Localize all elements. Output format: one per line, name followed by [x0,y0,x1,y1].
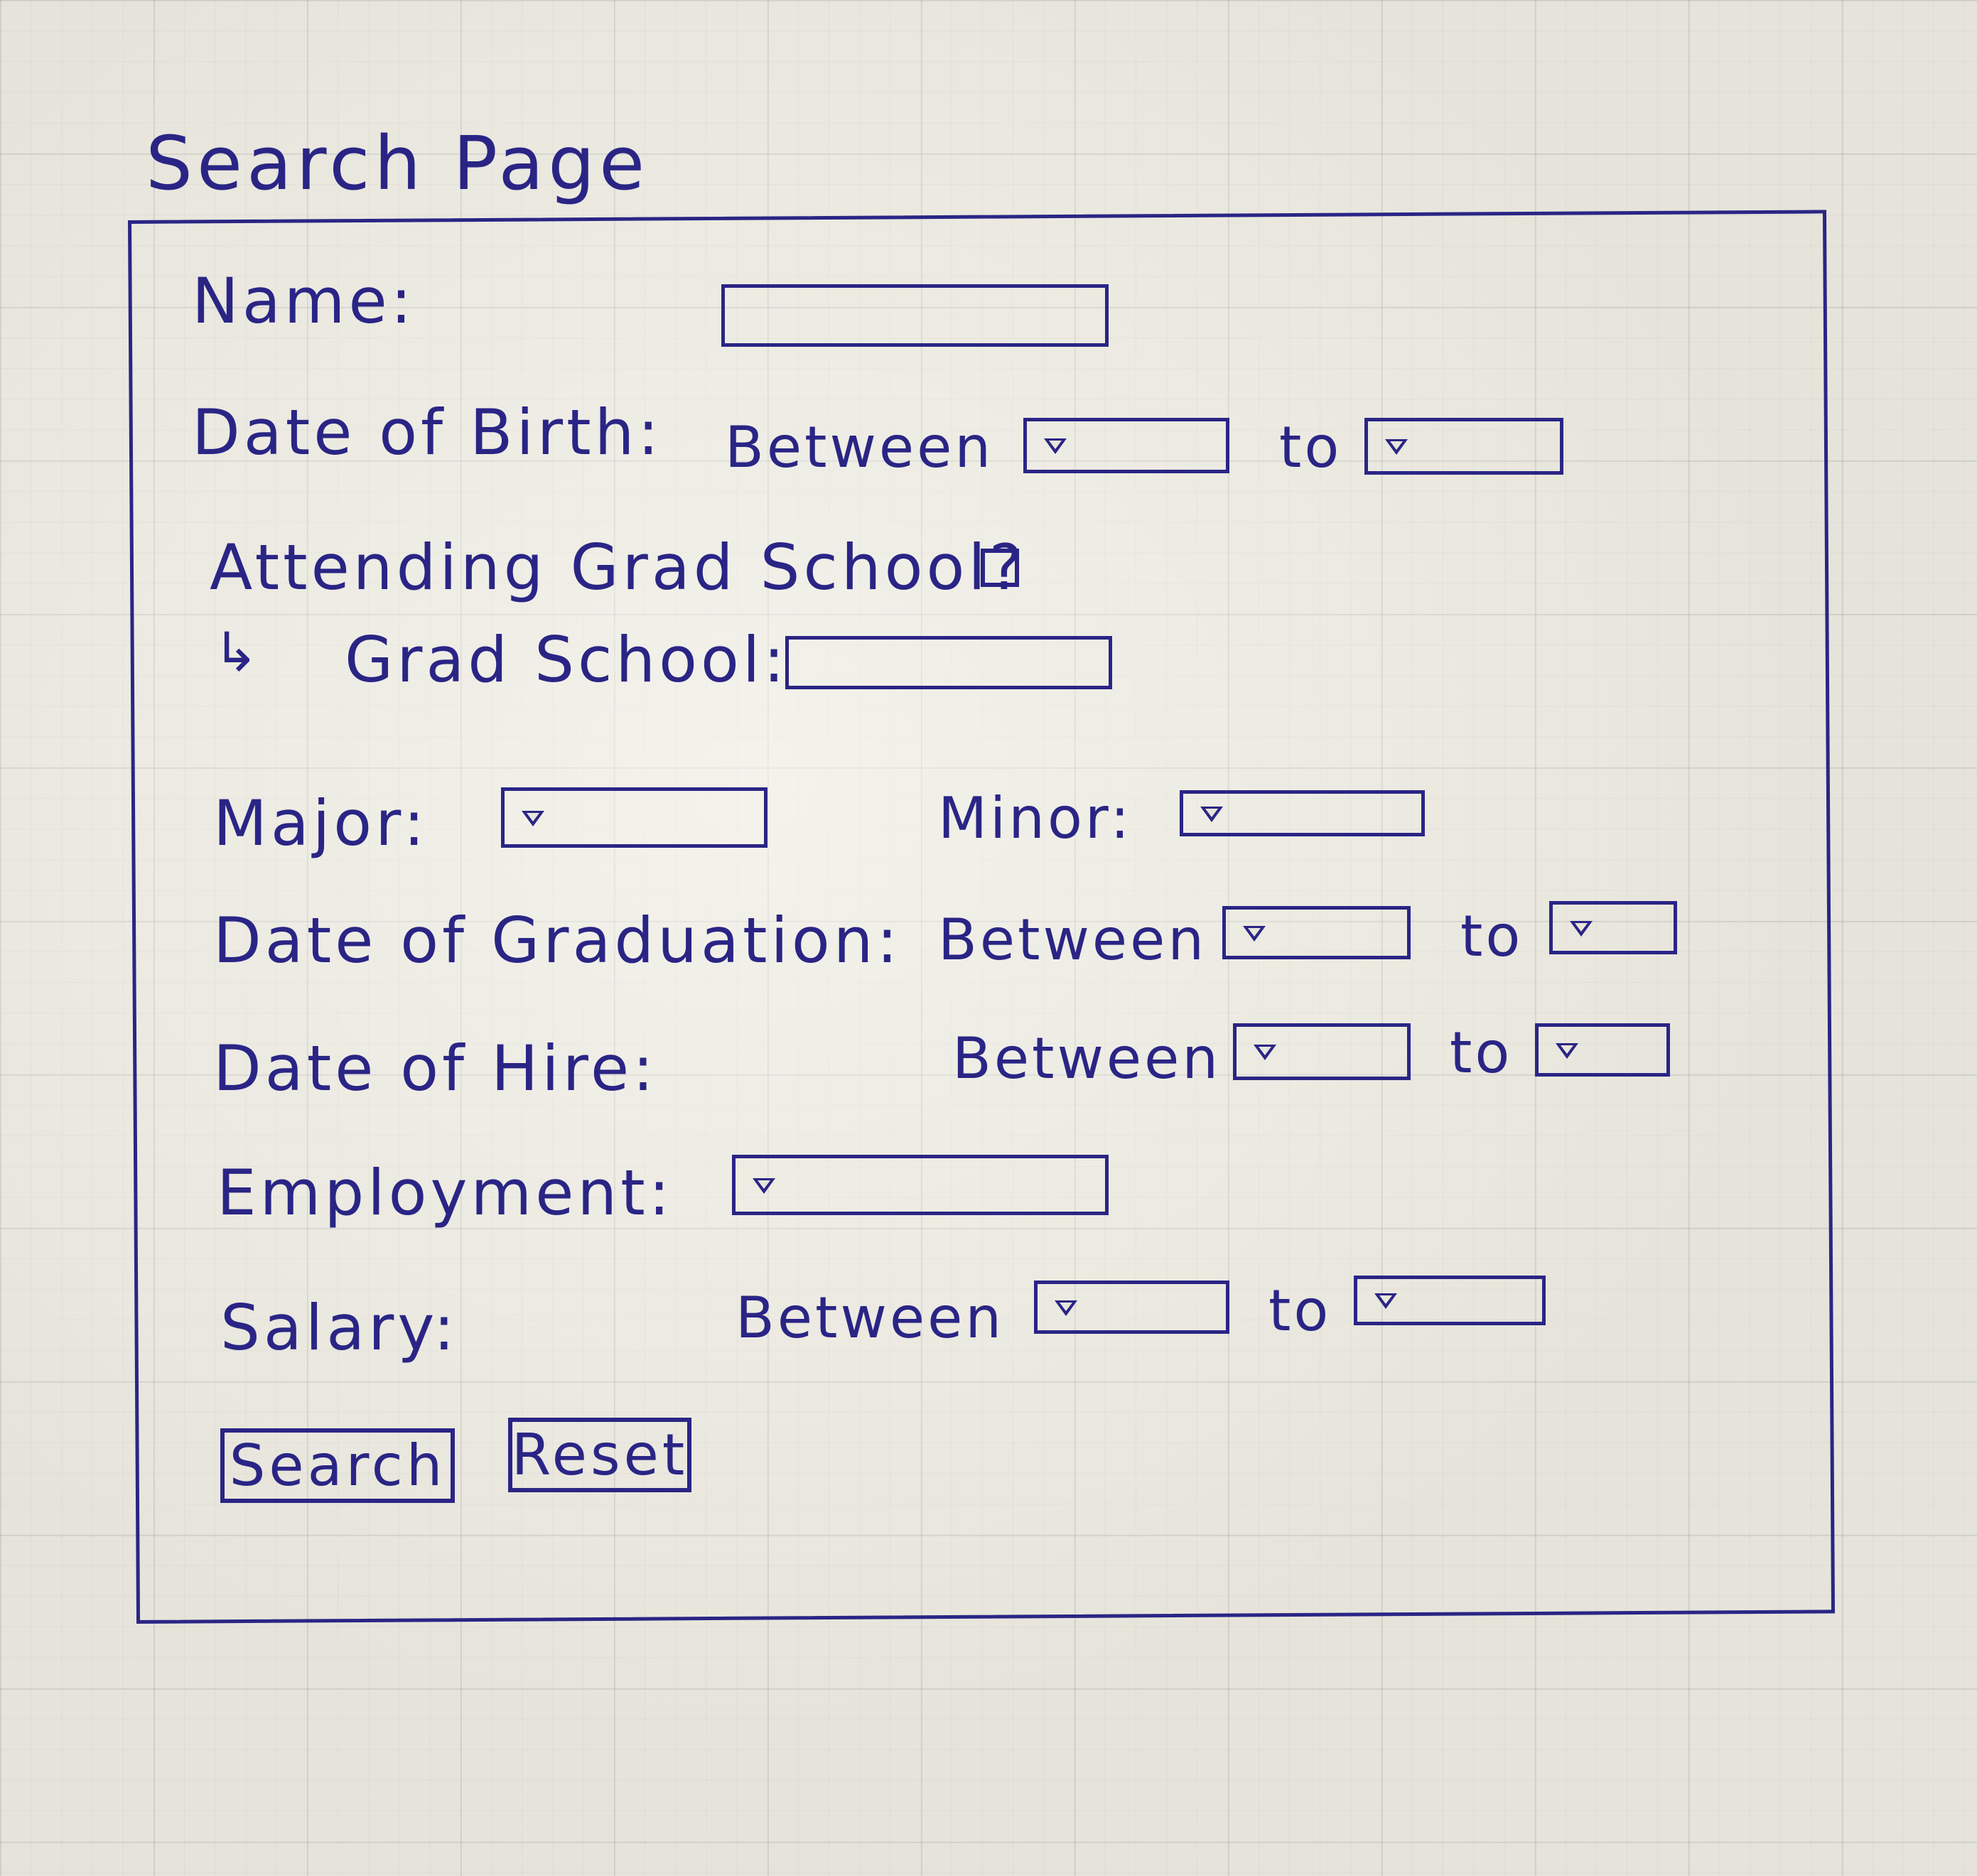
salary-label: Salary: [220,1291,458,1364]
date-of-hire-to-dropdown[interactable] [1535,1023,1670,1077]
date-of-graduation-label: Date of Graduation: [213,904,902,977]
minor-label: Minor: [938,785,1133,851]
date-of-graduation-from-dropdown[interactable] [1222,906,1411,959]
minor-dropdown[interactable] [1180,790,1425,836]
major-label: Major: [213,787,429,860]
date-of-birth-from-dropdown[interactable] [1023,418,1229,473]
salary-between: Between [736,1285,1005,1351]
triangle-down-icon [1044,438,1067,454]
salary-from-dropdown[interactable] [1034,1281,1229,1334]
triangle-down-icon [1570,920,1593,937]
date-of-birth-label: Date of Birth: [192,396,663,469]
date-of-graduation-to-dropdown[interactable] [1549,901,1677,954]
major-dropdown[interactable] [501,787,767,848]
page-title: Search Page [146,120,650,207]
triangle-down-icon [1055,1300,1077,1316]
triangle-down-icon [522,810,544,826]
salary-to-dropdown[interactable] [1354,1276,1546,1325]
triangle-down-icon [1556,1042,1578,1059]
employment-label: Employment: [217,1156,674,1229]
date-of-graduation-between: Between [938,907,1207,973]
grad-school-input[interactable] [785,636,1112,689]
date-of-hire-to: to [1450,1020,1513,1086]
attending-grad-school-label: Attending Grad School? [210,531,1026,604]
date-of-birth-between: Between [725,414,994,480]
attending-grad-school-checkbox[interactable] [981,549,1019,587]
search-button[interactable]: Search [220,1428,455,1503]
name-input[interactable] [721,284,1109,347]
triangle-down-icon [1254,1045,1276,1060]
date-of-birth-to: to [1279,414,1342,480]
name-label: Name: [192,264,416,338]
triangle-down-icon [1243,925,1266,942]
date-of-birth-to-dropdown[interactable] [1364,418,1563,475]
employment-dropdown[interactable] [732,1155,1109,1215]
triangle-down-icon [753,1177,775,1194]
grad-school-label: Grad School: [345,623,788,696]
reset-button[interactable]: Reset [508,1418,691,1492]
triangle-down-icon [1200,806,1223,822]
triangle-down-icon [1374,1293,1397,1309]
date-of-hire-label: Date of Hire: [213,1032,657,1105]
date-of-hire-from-dropdown[interactable] [1233,1023,1411,1080]
date-of-graduation-to: to [1460,903,1524,969]
date-of-hire-between: Between [952,1025,1222,1091]
triangle-down-icon [1385,439,1408,455]
return-arrow-icon: ↳ [213,620,259,684]
salary-to: to [1268,1278,1332,1344]
